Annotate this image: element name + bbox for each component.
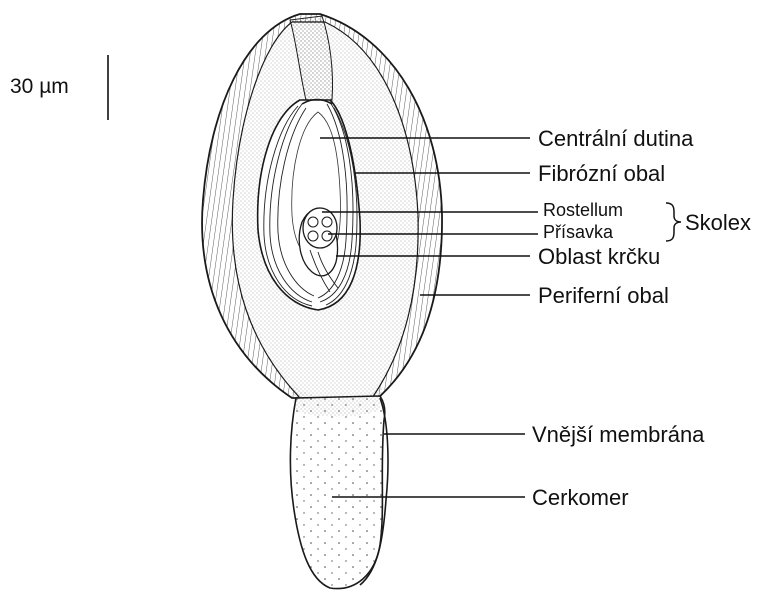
labels: Centrální dutina Fibrózní obal Rostellum… <box>532 126 751 510</box>
label-central-cavity: Centrální dutina <box>538 126 694 151</box>
scale-bar: 30 µm <box>10 55 108 120</box>
rostellum-shape <box>303 208 337 248</box>
label-outer-membrane: Vnější membrána <box>532 422 705 447</box>
label-sucker: Přísavka <box>543 222 614 242</box>
skolex-brace <box>666 203 681 241</box>
label-fibrous-layer: Fibrózní obal <box>538 161 665 186</box>
cercomer-stipple <box>290 396 384 589</box>
label-cercomer: Cerkomer <box>532 485 629 510</box>
cysticercoid-body <box>202 14 442 589</box>
label-scolex: Skolex <box>685 210 751 235</box>
label-rostellum: Rostellum <box>543 200 623 220</box>
label-neck-region: Oblast krčku <box>538 244 660 269</box>
label-peripheral-layer: Periferní obal <box>538 283 669 308</box>
scale-bar-label: 30 µm <box>10 75 69 98</box>
